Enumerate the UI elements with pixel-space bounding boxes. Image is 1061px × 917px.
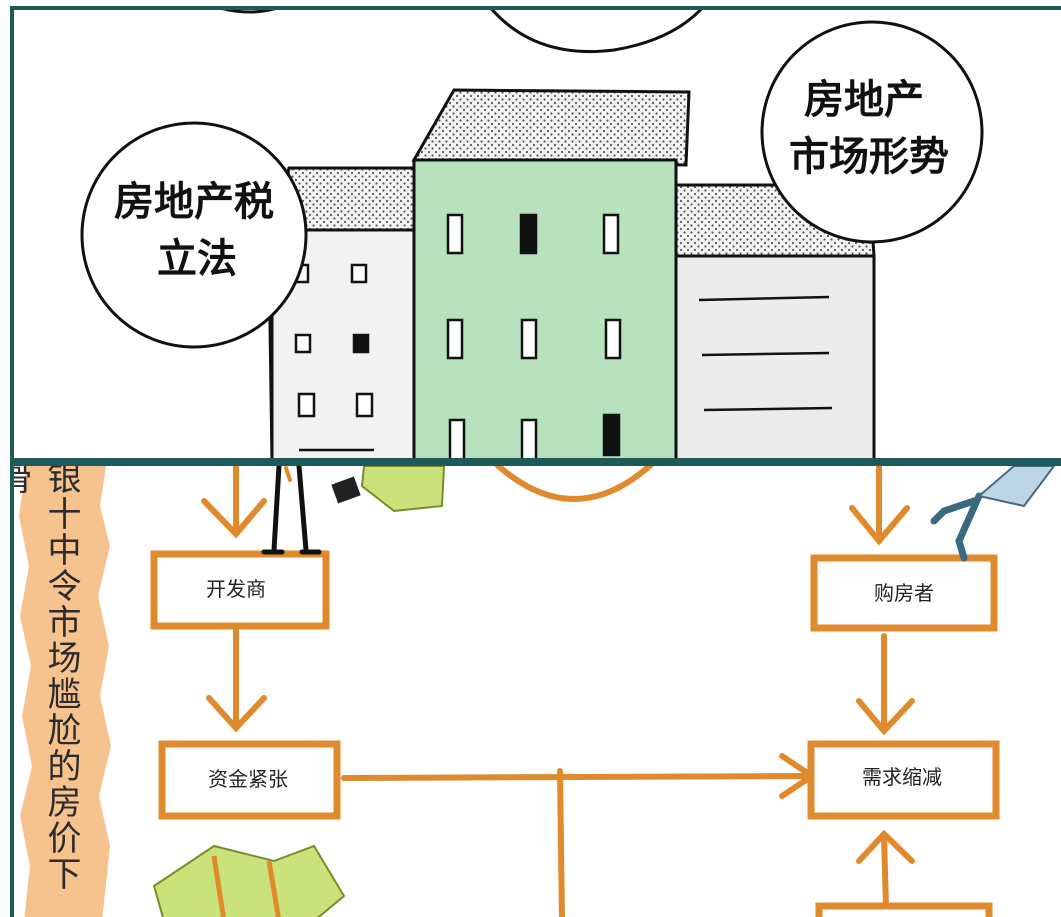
- money-bundle-bottom-left: [152, 844, 346, 917]
- bottom-comic-panel: 开发商 购房者 资金紧张 需求缩减: [10, 462, 1061, 917]
- box-demand-label: 需求缩减: [862, 765, 942, 789]
- grid-bag-icon: [976, 466, 1056, 508]
- bubble-left-line-1: 房地产税: [114, 179, 274, 225]
- top-center-partial-bubble: [490, 10, 703, 54]
- briefcase-icon: [331, 476, 361, 504]
- businessman-figure: [261, 466, 322, 555]
- box-bottom-right-frame: [815, 902, 993, 917]
- top-comic-panel: 房地产税 立法 房地产 市场形势: [10, 6, 1061, 462]
- vertical-banner-background: [19, 466, 111, 917]
- box-developer-frame: [150, 550, 330, 630]
- box-funding-label: 资金紧张: [208, 767, 288, 791]
- middle-green-building: [411, 88, 691, 458]
- rope-arrows: [201, 466, 915, 917]
- box-developer-label: 开发商: [206, 577, 266, 601]
- running-person-legs: [930, 492, 983, 562]
- bubble-right-line-1: 房地产: [804, 77, 924, 123]
- top-panel-illustration: 房地产税 立法 房地产 市场形势: [80, 10, 984, 458]
- box-buyer-label: 购房者: [874, 581, 934, 605]
- top-left-partial-bubble: [222, 10, 276, 14]
- money-bundle-top: [360, 466, 446, 513]
- box-buyer-frame: [810, 554, 998, 632]
- bubble-left-line-2: 立法: [157, 236, 237, 282]
- box-demand-frame: [807, 740, 1000, 820]
- left-building: [267, 166, 456, 458]
- vertical-headline-banner: 银十中令市场尴尬的房价下滑: [14, 466, 104, 917]
- bottom-panel-illustration: 开发商 购房者 资金紧张 需求缩减: [19, 466, 1056, 917]
- box-funding-frame: [158, 740, 341, 820]
- top-center-rope-arc: [494, 466, 654, 502]
- bubble-right-line-2: 市场形势: [789, 134, 949, 180]
- bubble-tax-legislation: 房地产税 立法: [80, 121, 308, 349]
- vertical-headline-text: 银十中令市场尴尬的房价下滑: [10, 462, 81, 892]
- bubble-market-situation: 房地产 市场形势: [760, 20, 984, 244]
